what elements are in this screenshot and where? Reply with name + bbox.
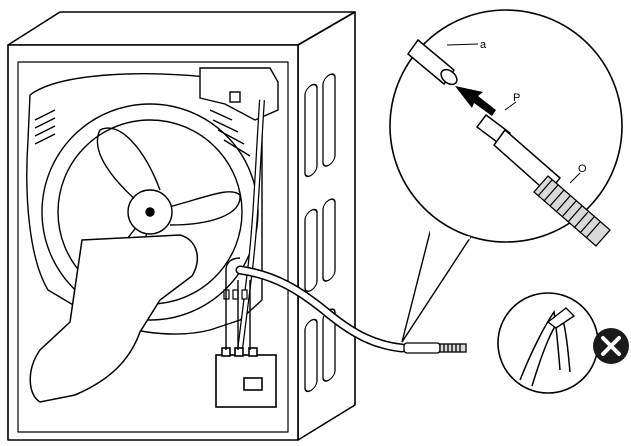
drum-housing (26, 73, 263, 335)
cabinet-side (297, 11, 356, 441)
hose-extension (403, 342, 467, 354)
cabinet-top (7, 11, 356, 46)
cross-circle-icon (593, 328, 629, 364)
connection-pipes (225, 257, 251, 350)
label-o: O (578, 163, 587, 175)
rear-duct (29, 234, 199, 403)
leader-a (446, 43, 479, 46)
push-arrow-icon (455, 86, 496, 116)
leader-p (504, 101, 517, 111)
back-louvres (34, 109, 251, 157)
pump-box (215, 347, 277, 408)
tank-bracket (199, 67, 279, 121)
label-a: a (480, 39, 487, 51)
hose-o (533, 175, 611, 247)
side-vents (304, 73, 336, 393)
leader-o (569, 172, 581, 184)
label-p: P (513, 92, 520, 104)
connector-a (406, 38, 458, 86)
kinked-hose-detail (497, 292, 599, 394)
hose-clips (223, 289, 248, 300)
